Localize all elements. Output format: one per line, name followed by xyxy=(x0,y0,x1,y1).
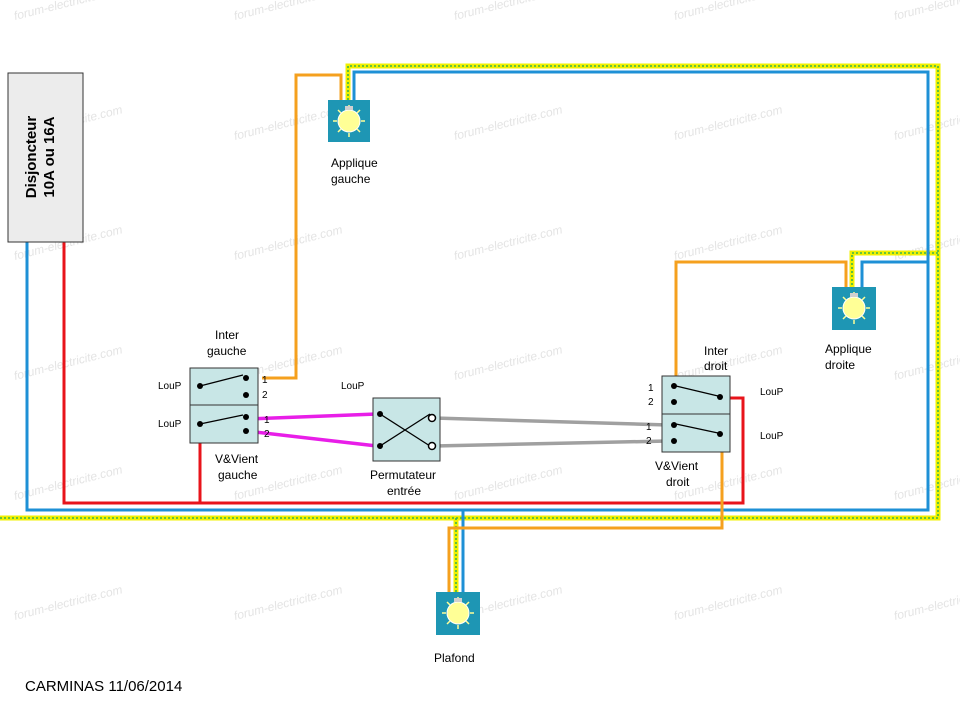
switch-permutateur: LouP Permutateur entrée xyxy=(341,381,441,498)
lamp-label: gauche xyxy=(331,172,371,186)
watermark-text: forum-electricite.com xyxy=(672,222,783,263)
brand-label: LouP xyxy=(158,419,182,430)
watermark-text: forum-electricite.com xyxy=(892,342,960,383)
lamp-label: Applique xyxy=(331,156,378,170)
breaker-label-line2: 10A ou 16A xyxy=(41,116,58,197)
switch-vavient-gauche: 1 2 LouP V&Vient gauche xyxy=(158,404,270,482)
switch-title: Permutateur xyxy=(370,468,436,482)
watermark-text: forum-electricite.com xyxy=(452,102,563,143)
lamp-label: Plafond xyxy=(434,651,475,665)
switch-title: entrée xyxy=(387,484,421,498)
watermark-text: forum-electricite.com xyxy=(452,222,563,263)
lamp-plafond: Plafond xyxy=(434,592,480,665)
traveler-wires-left xyxy=(245,412,378,448)
watermark-text: forum-electricite.com xyxy=(892,0,960,23)
switch-title: V&Vient xyxy=(655,459,699,473)
bulb-icon xyxy=(442,597,474,629)
watermark-text: forum-electricite.com xyxy=(12,462,123,503)
switch-title: Inter xyxy=(215,328,239,342)
watermark-text: forum-electricite.com xyxy=(892,222,960,263)
lamp-applique-droite: Applique droite xyxy=(825,287,876,372)
terminal-label: 2 xyxy=(262,390,268,401)
terminal-label: 1 xyxy=(646,422,652,433)
terminal-label: 1 xyxy=(262,375,268,386)
terminal-label: 1 xyxy=(264,415,270,426)
bulb-icon xyxy=(333,105,365,137)
watermark-text: forum-electricite.com xyxy=(672,0,783,23)
switch-title: Inter xyxy=(704,344,728,358)
watermark-text: forum-electricite.com xyxy=(232,582,343,623)
bulb-icon xyxy=(838,292,870,324)
traveler-wires-right xyxy=(433,416,669,448)
watermark-text: forum-electricite.com xyxy=(892,462,960,503)
switch-title: V&Vient xyxy=(215,452,259,466)
watermark-text: forum-electricite.com xyxy=(12,582,123,623)
watermark-text: forum-electricite.com xyxy=(672,582,783,623)
watermark-text: forum-electricite.com xyxy=(452,462,563,503)
lamp-applique-gauche: Applique gauche xyxy=(328,100,378,186)
watermark-text: forum-electricite.com xyxy=(672,102,783,143)
brand-label: LouP xyxy=(760,387,784,398)
switch-inter-gauche: 1 2 LouP Inter gauche xyxy=(158,328,268,406)
neutral-wire xyxy=(25,70,930,592)
brand-label: LouP xyxy=(760,431,784,442)
watermark-text: forum-electricite.com xyxy=(892,582,960,623)
lamp-label: Applique xyxy=(825,342,872,356)
terminal-label: 1 xyxy=(648,383,654,394)
watermark-text: forum-electricite.com xyxy=(232,222,343,263)
watermark-text: forum-electricite.com xyxy=(12,0,123,23)
return-wire xyxy=(262,73,848,592)
watermark-text: forum-electricite.com xyxy=(892,102,960,143)
terminal-label: 2 xyxy=(646,436,652,447)
switch-title: droit xyxy=(666,475,690,489)
switch-title: gauche xyxy=(207,344,247,358)
watermark-text: forum-electricite.com xyxy=(232,102,343,143)
author-signature: CARMINAS 11/06/2014 xyxy=(25,678,182,695)
watermark-text: forum-electricite.com xyxy=(452,342,563,383)
watermark-text: forum-electricite.com xyxy=(452,0,563,23)
watermark-text: forum-electricite.com xyxy=(12,342,123,383)
breaker: Disjoncteur 10A ou 16A xyxy=(7,72,84,243)
switch-vavient-droit: 1 2 LouP V&Vient droit xyxy=(646,413,784,489)
lamp-label: droite xyxy=(825,358,855,372)
terminal-label: 2 xyxy=(648,397,654,408)
brand-label: LouP xyxy=(341,381,365,392)
terminal-label: 2 xyxy=(264,429,270,440)
phase-wire xyxy=(62,242,745,505)
earth-wire xyxy=(0,63,941,592)
switch-title: droit xyxy=(704,359,728,373)
switch-title: gauche xyxy=(218,468,258,482)
brand-label: LouP xyxy=(158,381,182,392)
breaker-label-line1: Disjoncteur xyxy=(23,116,40,199)
watermark-text: forum-electricite.com xyxy=(232,0,343,23)
